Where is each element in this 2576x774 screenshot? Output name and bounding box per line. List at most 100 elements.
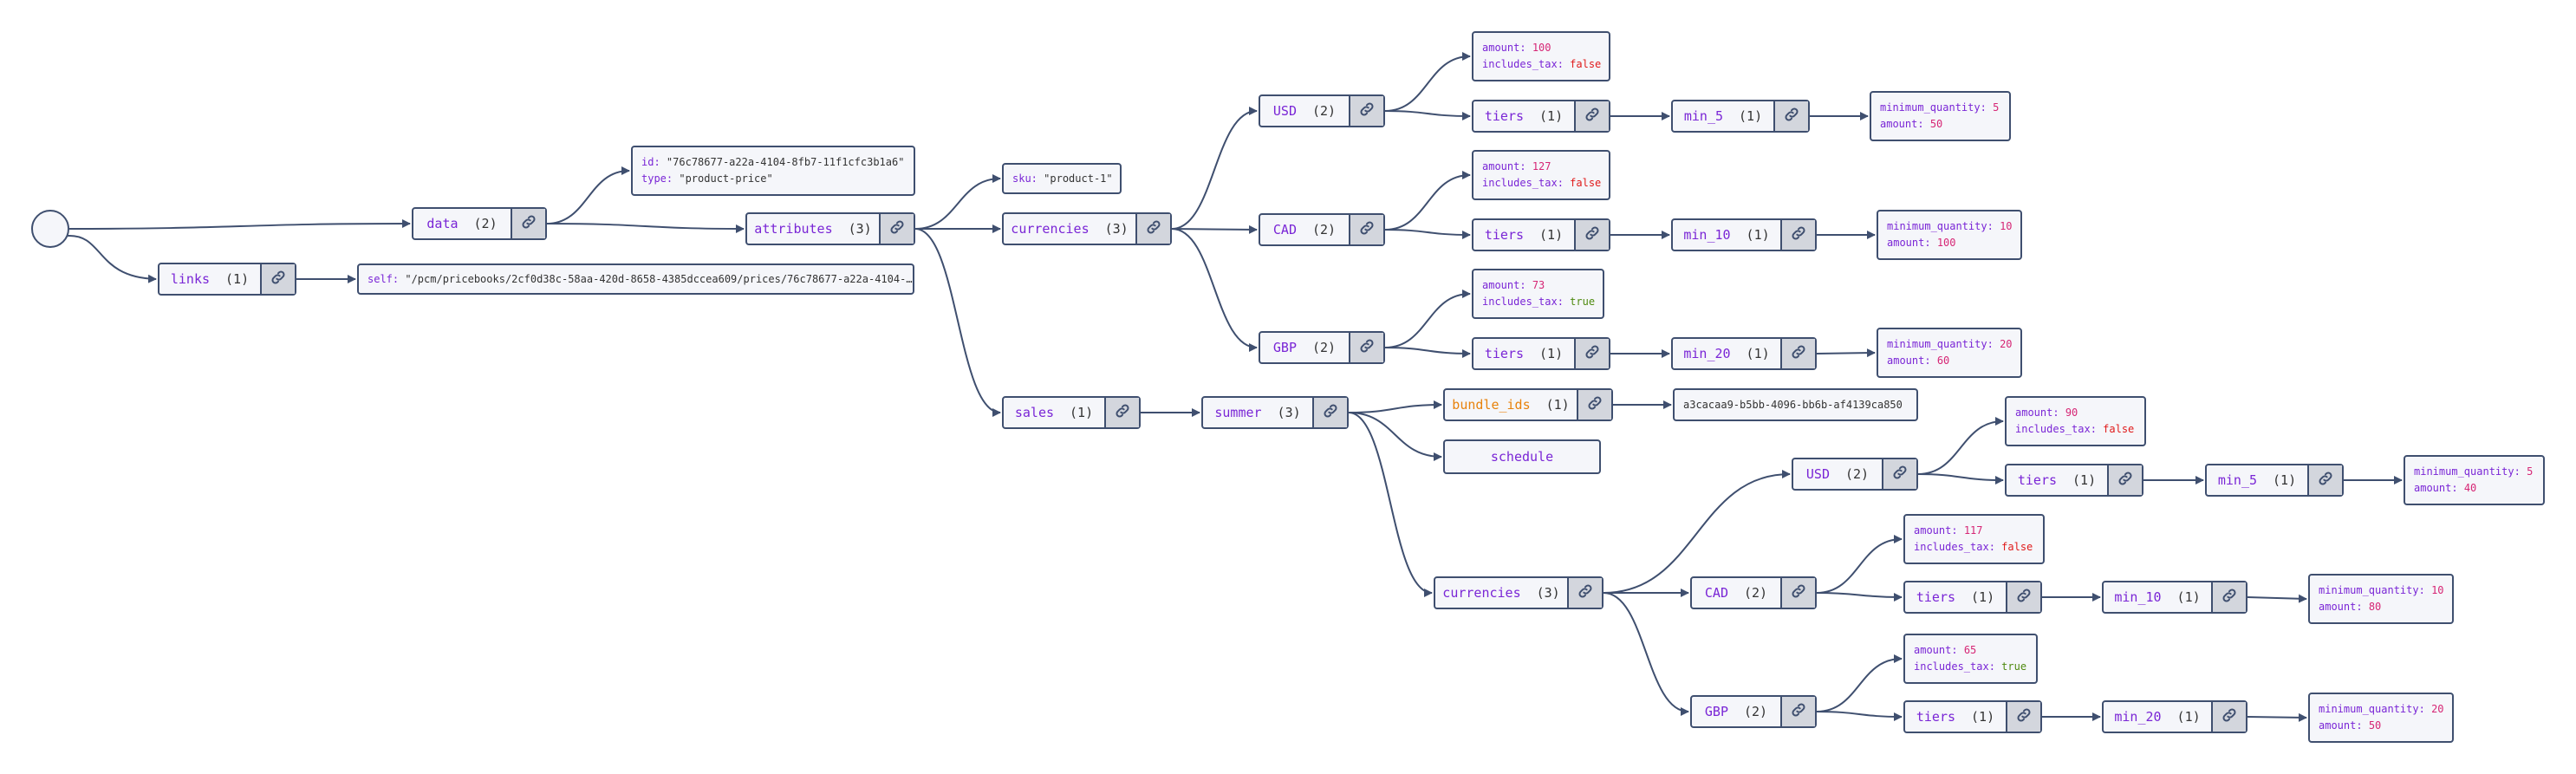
node-content: CAD(2)	[1692, 578, 1780, 608]
edge-cad-amount	[1384, 171, 1471, 231]
node-s-cad[interactable]: CAD(2)	[1690, 576, 1817, 609]
link-button[interactable]	[511, 209, 545, 238]
edge-s-usd-tiers	[1917, 473, 2004, 485]
node-s-gbp-tiers[interactable]: tiers(1)	[1903, 700, 2042, 733]
node-count: (2)	[1845, 466, 1870, 482]
link-button[interactable]	[1349, 96, 1383, 126]
link-button[interactable]	[879, 214, 914, 244]
edge-s-cad-amount	[1816, 535, 1903, 594]
link-button[interactable]	[2211, 582, 2246, 612]
edge-s-cad-tiers	[1816, 592, 1903, 602]
node-label: data	[426, 216, 459, 231]
node-label: USD	[1272, 103, 1297, 119]
link-button[interactable]	[1574, 339, 1609, 368]
node-bundle-ids[interactable]: bundle_ids (1)	[1443, 388, 1613, 421]
link-icon	[1790, 701, 1807, 722]
node-count: (1)	[1739, 108, 1763, 124]
node-summer-currencies[interactable]: currencies(3)	[1434, 576, 1603, 609]
edge-s-gbp-min-value	[2247, 712, 2307, 722]
node-count: (3)	[1536, 585, 1560, 601]
node-content: USD(2)	[1260, 96, 1349, 126]
link-icon	[1584, 224, 1601, 245]
node-gbp-min[interactable]: min_20(1)	[1671, 337, 1817, 370]
amount-value: 73	[1532, 279, 1545, 291]
link-button[interactable]	[1780, 578, 1815, 608]
node-label: bundle_ids	[1452, 397, 1531, 413]
node-data[interactable]: data(2)	[412, 207, 547, 240]
link-button[interactable]	[1312, 398, 1347, 427]
link-button[interactable]	[1780, 697, 1815, 726]
link-button[interactable]	[1567, 578, 1602, 608]
node-usd[interactable]: USD(2)	[1259, 94, 1385, 127]
leaf-line: self: "/pcm/pricebooks/2cf0d38c-58aa-420…	[368, 271, 913, 288]
node-s-usd[interactable]: USD(2)	[1792, 458, 1918, 491]
amount-value: 80	[2368, 601, 2382, 613]
edge-gbp-amount	[1384, 289, 1471, 348]
link-button[interactable]	[1104, 398, 1139, 427]
node-gbp[interactable]: GBP(2)	[1259, 331, 1385, 364]
link-button[interactable]	[1574, 220, 1609, 250]
link-button[interactable]	[1577, 390, 1611, 420]
node-cad-min[interactable]: min_10(1)	[1671, 218, 1817, 251]
link-button[interactable]	[2006, 702, 2040, 732]
node-s-gbp[interactable]: GBP(2)	[1690, 695, 1817, 728]
node-s-cad-tiers[interactable]: tiers(1)	[1903, 581, 2042, 614]
node-content: links(1)	[159, 264, 260, 294]
link-button[interactable]	[2006, 582, 2040, 612]
link-icon	[1584, 343, 1601, 364]
amount-key: amount:	[2414, 482, 2458, 494]
amount-value: 50	[1929, 118, 1943, 130]
node-attributes[interactable]: attributes(3)	[745, 212, 915, 245]
link-icon	[1145, 218, 1162, 239]
leaf-line: sku: "product-1"	[1012, 171, 1113, 187]
node-content: currencies(3)	[1435, 578, 1567, 608]
node-s-usd-min[interactable]: min_5(1)	[2205, 464, 2344, 497]
link-button[interactable]	[1882, 459, 1916, 489]
link-icon	[1790, 582, 1807, 603]
includes-tax-value: false	[1570, 58, 1602, 70]
link-button[interactable]	[2107, 465, 2142, 495]
node-s-gbp-min[interactable]: min_20(1)	[2102, 700, 2247, 733]
node-cad[interactable]: CAD(2)	[1259, 213, 1385, 246]
root-node[interactable]	[31, 210, 69, 248]
node-links[interactable]: links(1)	[158, 263, 296, 296]
link-button[interactable]	[1349, 333, 1383, 362]
node-sales[interactable]: sales(1)	[1002, 396, 1141, 429]
node-summer[interactable]: summer(3)	[1201, 396, 1349, 429]
link-button[interactable]	[1780, 339, 1815, 368]
leaf-line: amount: 40	[2414, 480, 2534, 497]
link-button[interactable]	[2307, 465, 2342, 495]
node-currencies[interactable]: currencies(3)	[1002, 212, 1172, 245]
node-gbp-tiers[interactable]: tiers(1)	[1472, 337, 1610, 370]
link-button[interactable]	[2211, 702, 2246, 732]
link-icon	[1783, 106, 1800, 127]
edge-currencies-cad	[1171, 224, 1258, 234]
node-cad-tiers[interactable]: tiers(1)	[1472, 218, 1610, 251]
node-usd-tiers[interactable]: tiers(1)	[1472, 100, 1610, 133]
amount-key: amount:	[1482, 42, 1526, 54]
link-button[interactable]	[1574, 101, 1609, 131]
node-usd-min[interactable]: min_5(1)	[1671, 100, 1810, 133]
node-schedule[interactable]: schedule	[1443, 439, 1601, 474]
minimum-quantity-key: minimum_quantity:	[1887, 220, 1994, 232]
node-label: min_10	[2114, 589, 2162, 605]
link-button[interactable]	[1780, 220, 1815, 250]
link-icon	[1790, 343, 1807, 364]
leaf-line: minimum_quantity: 20	[1887, 336, 2013, 353]
link-button[interactable]	[260, 264, 295, 294]
node-s-usd-tiers[interactable]: tiers(1)	[2005, 464, 2143, 497]
node-count: (1)	[1545, 397, 1570, 413]
node-s-cad-min[interactable]: min_10(1)	[2102, 581, 2247, 614]
link-icon	[520, 213, 537, 234]
link-button[interactable]	[1349, 215, 1383, 244]
node-label: GBP	[1272, 340, 1297, 355]
link-icon	[2221, 706, 2238, 727]
bundle-id-value: a3cacaa9-b5bb-4096-bb6b-af4139ca850	[1683, 398, 1903, 411]
link-button[interactable]	[1135, 214, 1170, 244]
link-button[interactable]	[1773, 101, 1808, 131]
amount-value: 60	[1936, 354, 1950, 367]
